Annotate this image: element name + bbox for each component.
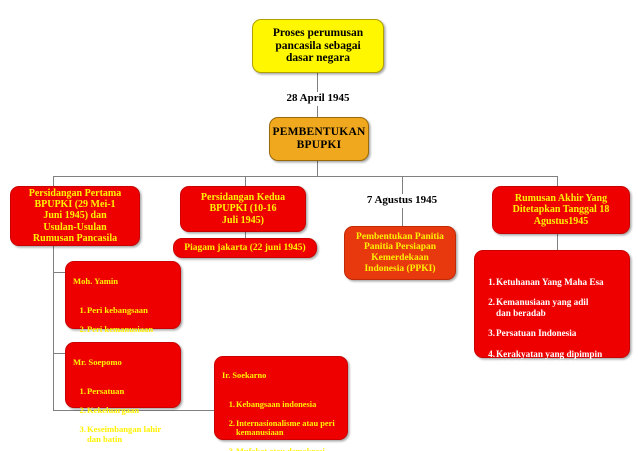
date-label-28-april-1945: 28 April 1945 bbox=[286, 92, 350, 104]
connector-rumusan-to-final bbox=[557, 234, 558, 251]
list-item: Kemanusiaan yang adil dan beradab bbox=[483, 297, 589, 318]
figure-box-ir-soekarno[interactable]: Ir. Soekarno Kebangsaan indonesia Intern… bbox=[214, 356, 348, 451]
connector-spine-to-soepomo bbox=[53, 353, 66, 354]
list-item: Kebangsaan indonesia bbox=[222, 399, 317, 410]
list-item: Peri kebangsaan bbox=[73, 304, 148, 315]
piagam-jakarta-box[interactable]: Piagam jakarta (22 juni 1945) bbox=[173, 238, 317, 258]
figure-name-moh-yamin: Moh. Yamin bbox=[73, 275, 119, 286]
figure-list-ir-soekarno: Kebangsaan indonesia Internasionalisme a… bbox=[222, 390, 341, 451]
list-item: Kekeluargaan bbox=[73, 404, 140, 415]
connector-title-to-date bbox=[317, 73, 318, 92]
list-item: Keadilan sosial bagi seluruh rakyat indo… bbox=[483, 400, 607, 422]
branch-pembentukan-ppki[interactable]: Pembentukan Panitia Panitia Persiapan Ke… bbox=[344, 226, 456, 280]
connector-pertama-spine bbox=[53, 246, 54, 410]
figure-box-mr-soepomo[interactable]: Mr. Soepomo Persatuan Kekeluargaan Kesei… bbox=[65, 342, 181, 444]
list-item: Peri kemanusiaan bbox=[73, 323, 154, 334]
figure-list-mr-soepomo: Persatuan Kekeluargaan Keseimbangan lahi… bbox=[73, 377, 174, 451]
title-box[interactable]: Proses perumusan pancasila sebagai dasar… bbox=[252, 19, 384, 73]
branch-rumusan-akhir[interactable]: Rumusan Akhir Yang Ditetapkan Tanggal 18… bbox=[492, 186, 630, 234]
connector-bpupki-to-bus bbox=[317, 161, 318, 176]
list-item: Kerakyatan yang dipimpin oleh hikmat keb… bbox=[483, 349, 603, 391]
branch-persidangan-kedua[interactable]: Persidangan Kedua BPUPKI (10-16 Juli 194… bbox=[180, 186, 306, 232]
figure-box-moh-yamin[interactable]: Moh. Yamin Peri kebangsaan Peri kemanusi… bbox=[65, 261, 181, 401]
final-pancasila-box[interactable]: Ketuhanan Yang Maha Esa Kemanusiaan yang… bbox=[474, 250, 630, 421]
figure-name-mr-soepomo: Mr. Soepomo bbox=[73, 356, 122, 367]
branch-persidangan-pertama[interactable]: Persidangan Pertama BPUPKI (29 Mei-1 Jun… bbox=[10, 186, 140, 246]
list-item: Internasionalisme atau peri kemanusiaan bbox=[222, 418, 335, 437]
list-item: Persatuan bbox=[73, 385, 125, 396]
connector-bus-to-pertama bbox=[53, 176, 54, 187]
date-label-7-agustus-1945: 7 Agustus 1945 bbox=[366, 194, 438, 206]
connector-ppki-date-to-box bbox=[402, 208, 403, 227]
connector-horizontal-bus bbox=[53, 176, 558, 177]
final-pancasila-list: Ketuhanan Yang Maha Esa Kemanusiaan yang… bbox=[482, 266, 623, 432]
connector-kedua-to-piagam bbox=[245, 232, 246, 239]
list-item: Mufakat atau demokrasi bbox=[222, 447, 341, 451]
connector-bus-to-rumusan bbox=[557, 176, 558, 187]
connector-date-to-bpupki bbox=[317, 106, 318, 118]
connector-spine-to-yamin bbox=[53, 272, 66, 273]
list-item: Ketuhanan Yang Maha Esa bbox=[483, 276, 604, 288]
list-item: Persatuan Indonesia bbox=[483, 328, 577, 339]
connector-bus-to-ppki-date bbox=[402, 176, 403, 194]
bpupki-formation-box[interactable]: PEMBENTUKAN BPUPKI bbox=[269, 117, 369, 161]
connector-bus-to-kedua bbox=[245, 176, 246, 187]
list-item: Keseimbangan lahir dan batin bbox=[73, 424, 162, 444]
figure-name-ir-soekarno: Ir. Soekarno bbox=[222, 371, 267, 381]
